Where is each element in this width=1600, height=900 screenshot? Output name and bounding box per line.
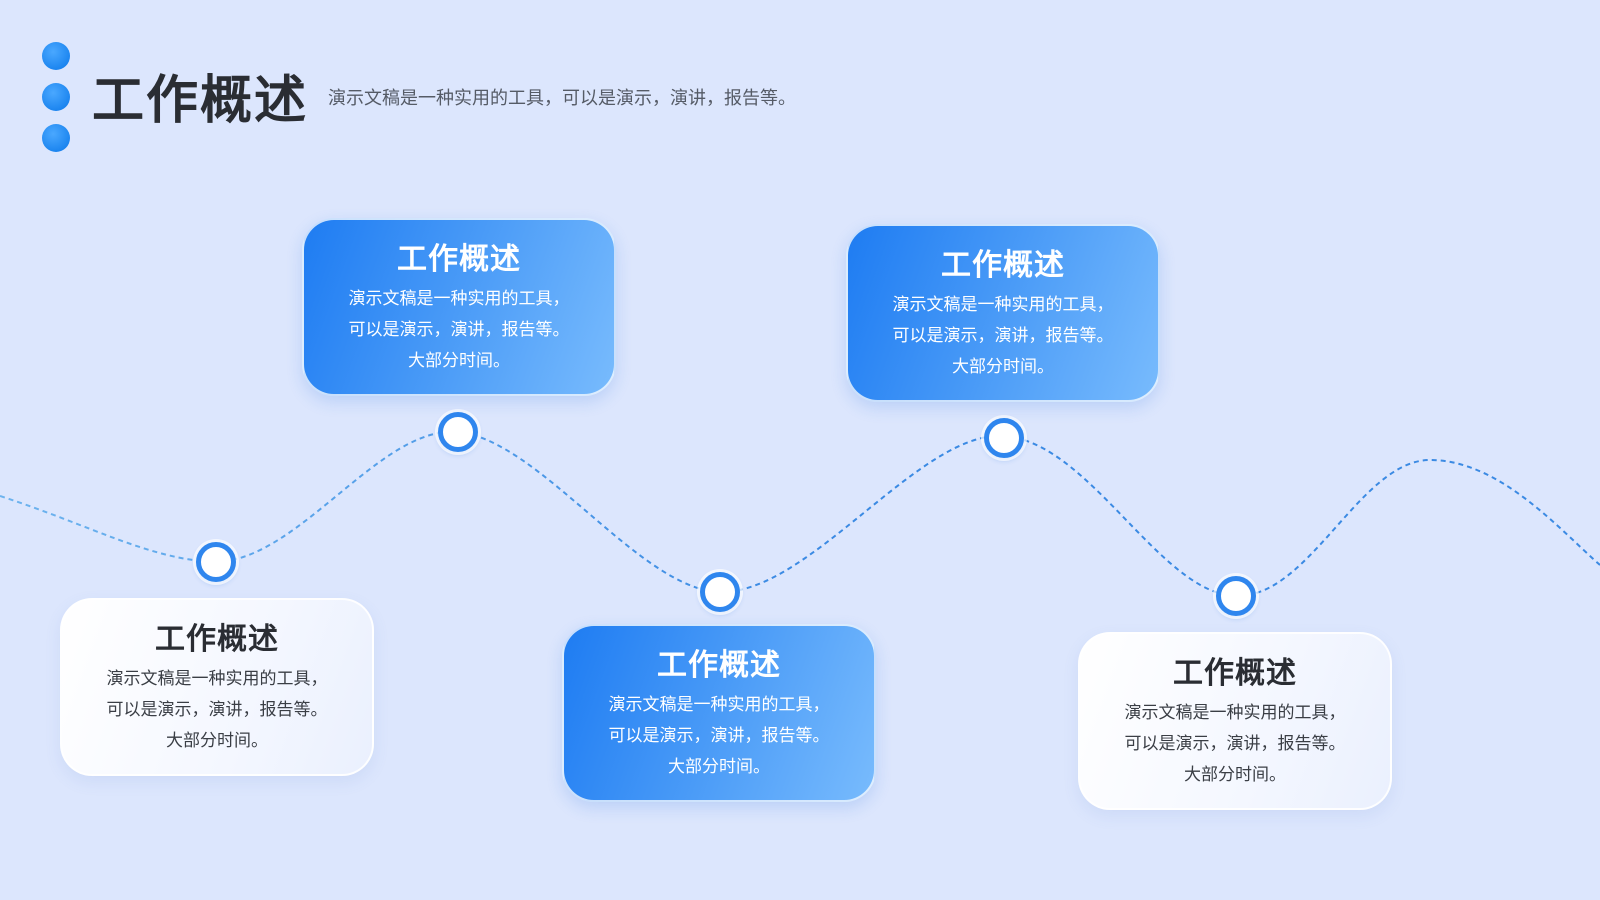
step-card-line: 可以是演示，演讲，报告等。 [892,326,1114,346]
step-card-title: 工作概述 [657,648,781,683]
step-card-body: 演示文稿是一种实用的工具， 可以是演示，演讲，报告等。 大部分时间。 [564,690,874,783]
dot-icon [42,124,70,152]
step-card-3: 工作概述 演示文稿是一种实用的工具， 可以是演示，演讲，报告等。 大部分时间。 [562,624,876,802]
step-card-line: 演示文稿是一种实用的工具， [1124,703,1346,723]
step-card-line: 大部分时间。 [952,357,1054,377]
step-card-4: 工作概述 演示文稿是一种实用的工具， 可以是演示，演讲，报告等。 大部分时间。 [846,224,1160,402]
step-card-body: 演示文稿是一种实用的工具， 可以是演示，演讲，报告等。 大部分时间。 [62,664,372,757]
wave-line [0,430,1600,598]
step-card-line: 演示文稿是一种实用的工具， [106,669,328,689]
step-card-line: 可以是演示，演讲，报告等。 [1124,734,1346,754]
step-card-line: 可以是演示，演讲，报告等。 [106,700,328,720]
dot-icon [42,83,70,111]
step-card-body: 演示文稿是一种实用的工具， 可以是演示，演讲，报告等。 大部分时间。 [1080,698,1390,791]
step-card-line: 大部分时间。 [408,351,510,371]
step-card-body: 演示文稿是一种实用的工具， 可以是演示，演讲，报告等。 大部分时间。 [848,290,1158,383]
page-subtitle: 演示文稿是一种实用的工具，可以是演示，演讲，报告等。 [328,88,796,109]
step-card-5: 工作概述 演示文稿是一种实用的工具， 可以是演示，演讲，报告等。 大部分时间。 [1078,632,1392,810]
step-card-title: 工作概述 [155,622,279,657]
step-card-title: 工作概述 [397,242,521,277]
step-card-line: 演示文稿是一种实用的工具， [608,695,830,715]
page-title: 工作概述 [92,71,309,131]
step-card-title: 工作概述 [941,248,1065,283]
step-card-line: 大部分时间。 [166,731,268,751]
step-card-line: 可以是演示，演讲，报告等。 [348,320,570,340]
step-card-body: 演示文稿是一种实用的工具， 可以是演示，演讲，报告等。 大部分时间。 [304,284,614,377]
step-card-line: 演示文稿是一种实用的工具， [892,295,1114,315]
step-card-1: 工作概述 演示文稿是一种实用的工具， 可以是演示，演讲，报告等。 大部分时间。 [60,598,374,776]
step-card-line: 大部分时间。 [1184,765,1286,785]
timeline-node-2 [438,412,478,452]
timeline-node-3 [700,572,740,612]
timeline-node-5 [1216,576,1256,616]
step-card-line: 大部分时间。 [668,757,770,777]
step-card-title: 工作概述 [1173,656,1297,691]
dot-icon [42,42,70,70]
step-card-line: 可以是演示，演讲，报告等。 [608,726,830,746]
timeline-node-1 [196,542,236,582]
step-card-line: 演示文稿是一种实用的工具， [348,289,570,309]
timeline-node-4 [984,418,1024,458]
step-card-2: 工作概述 演示文稿是一种实用的工具， 可以是演示，演讲，报告等。 大部分时间。 [302,218,616,396]
